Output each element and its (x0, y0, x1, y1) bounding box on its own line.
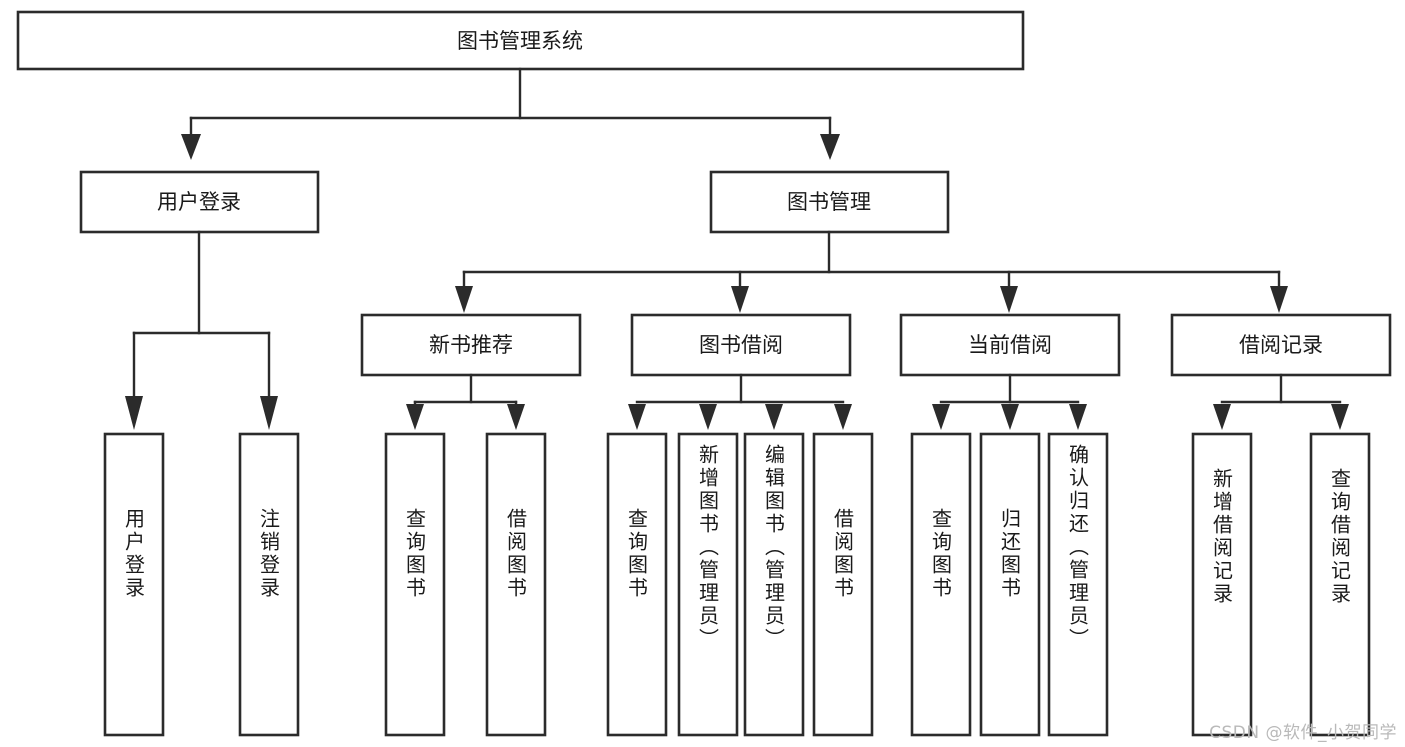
csdn-watermark: CSDN @软件_小贺同学 (1209, 723, 1397, 743)
arrowhead-userlogin-l2 (260, 396, 278, 430)
arrowhead-currentborrow-l3 (1069, 404, 1087, 430)
arrowhead-bookmgmt-c2 (731, 286, 749, 313)
arrowhead-currentborrow-l1 (932, 404, 950, 430)
node-new-book-recommend-label: 新书推荐 (429, 333, 513, 357)
node-book-management-label: 图书管理 (787, 190, 871, 214)
arrowhead-root-to-bookmgmt (820, 134, 840, 160)
arrowhead-bookmgmt-c1 (455, 286, 473, 313)
leaf-box-logout[interactable] (238, 432, 300, 737)
leaf-box-user-login[interactable] (103, 432, 165, 737)
arrowhead-newbook-l1 (406, 404, 424, 430)
node-borrow-record-label: 借阅记录 (1239, 333, 1323, 357)
node-current-borrow-box[interactable] (899, 313, 1121, 377)
node-root-label: 图书管理系统 (457, 29, 583, 53)
node-user-login-label: 用户登录 (157, 190, 241, 214)
arrowhead-bookmgmt-c4 (1270, 286, 1288, 313)
arrowhead-bookborrow-l4 (834, 404, 852, 430)
arrowhead-borrowrecord-l1 (1213, 404, 1231, 430)
arrowhead-root-to-userlogin (181, 134, 201, 160)
leaf-box-add-record[interactable] (1191, 432, 1253, 737)
leaf-box-query-book-nb[interactable] (384, 432, 446, 737)
node-book-management-box[interactable] (709, 170, 950, 234)
leaf-box-confirm-return[interactable] (1047, 432, 1109, 737)
arrowhead-newbook-l2 (507, 404, 525, 430)
node-current-borrow-label: 当前借阅 (968, 333, 1052, 357)
arrowhead-bookborrow-l2 (699, 404, 717, 430)
leaf-box-query-book-cb[interactable] (910, 432, 972, 737)
node-borrow-record-box[interactable] (1170, 313, 1392, 377)
arrowhead-bookborrow-l3 (765, 404, 783, 430)
arrowhead-bookborrow-l1 (628, 404, 646, 430)
leaf-box-borrow-book-nb[interactable] (485, 432, 547, 737)
node-new-book-recommend-box[interactable] (360, 313, 582, 377)
leaf-box-return-book[interactable] (979, 432, 1041, 737)
node-book-borrow-label: 图书借阅 (699, 333, 783, 357)
arrowhead-bookmgmt-c3 (1000, 286, 1018, 313)
arrowhead-currentborrow-l2 (1001, 404, 1019, 430)
leaf-box-add-book[interactable] (677, 432, 739, 737)
node-root-box[interactable] (16, 10, 1025, 71)
leaf-box-borrow-book-bb[interactable] (812, 432, 874, 737)
arrowhead-userlogin-l1 (125, 396, 143, 430)
node-book-borrow-box[interactable] (630, 313, 852, 377)
leaf-box-query-record[interactable] (1309, 432, 1371, 737)
leaf-box-query-book-bb[interactable] (606, 432, 668, 737)
arrowhead-borrowrecord-l2 (1331, 404, 1349, 430)
leaf-box-edit-book[interactable] (743, 432, 805, 737)
